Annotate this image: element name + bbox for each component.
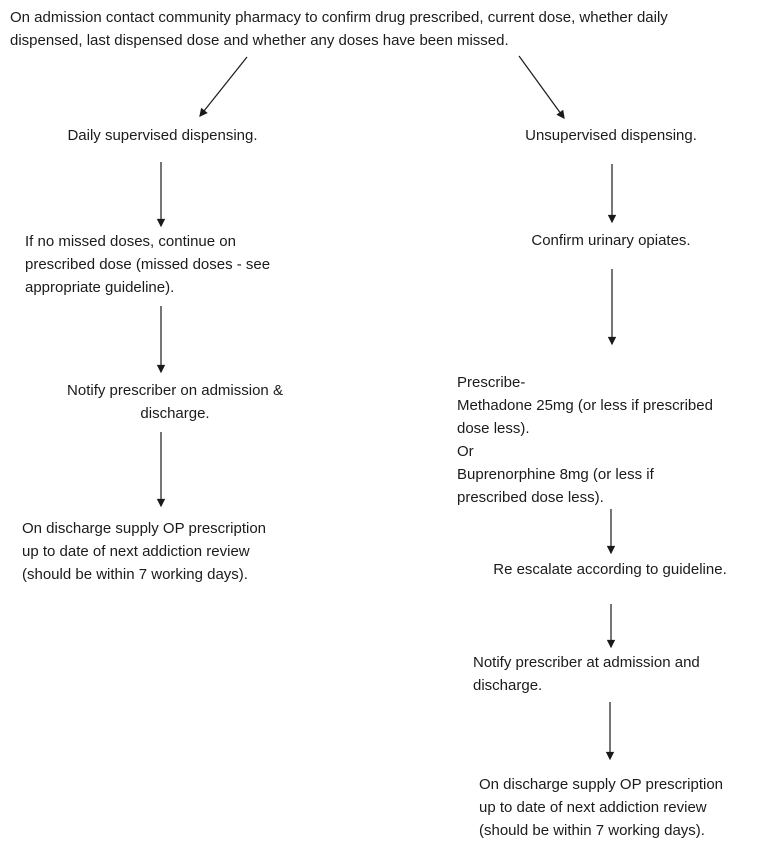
text-line: up to date of next addiction review xyxy=(22,543,250,560)
text-line: On admission contact community pharmacy … xyxy=(10,9,668,26)
arrow-header-to-unsupervised xyxy=(518,55,565,120)
flow-node-header: On admission contact community pharmacy … xyxy=(10,6,760,52)
text-line: dose less). xyxy=(457,420,530,437)
flow-node-daily-supervised-dispensing: Daily supervised dispensing. xyxy=(40,124,285,147)
flow-node-notify-prescriber-right: Notify prescriber at admission and disch… xyxy=(473,651,763,697)
text-line: Buprenorphine 8mg (or less if xyxy=(457,466,654,483)
text-line: Notify prescriber on admission & xyxy=(67,382,283,399)
text-line: Re escalate according to guideline. xyxy=(493,561,727,578)
text-line: Confirm urinary opiates. xyxy=(531,232,691,249)
text-line: On discharge supply OP prescription xyxy=(479,776,724,793)
flow-node-re-escalate-according-to-guideline: Re escalate according to guideline. xyxy=(460,558,760,581)
text-line: Or xyxy=(457,443,474,460)
text-line: Prescribe- xyxy=(457,374,526,391)
text-line: appropriate guideline). xyxy=(25,279,175,296)
flow-node-notify-prescriber-left: Notify prescriber on admission & dischar… xyxy=(35,379,315,425)
text-line: up to date of next addiction review xyxy=(479,799,707,816)
text-line: If no missed doses, continue on xyxy=(25,233,236,250)
flow-node-continue-prescribed-dose: If no missed doses, continue on prescrib… xyxy=(25,230,335,299)
text-line: dispensed, last dispensed dose and wheth… xyxy=(10,32,509,49)
flow-node-unsupervised-dispensing: Unsupervised dispensing. xyxy=(490,124,732,147)
flow-node-confirm-urinary-opiates: Confirm urinary opiates. xyxy=(490,229,732,252)
text-line: Notify prescriber at admission and xyxy=(473,654,700,671)
text-line: Methadone 25mg (or less if prescribed xyxy=(457,397,713,414)
text-line: discharge. xyxy=(140,405,210,422)
flow-node-discharge-op-prescription-right: On discharge supply OP prescription up t… xyxy=(479,773,768,842)
arrow-header-to-supervised xyxy=(199,56,248,117)
flow-node-prescribe-methadone-or-buprenorphine: Prescribe- Methadone 25mg (or less if pr… xyxy=(457,371,762,509)
text-line: discharge. xyxy=(473,677,543,694)
text-line: prescribed dose less). xyxy=(457,489,604,506)
text-line: (should be within 7 working days). xyxy=(22,566,248,583)
text-line: Daily supervised dispensing. xyxy=(67,127,258,144)
text-line: (should be within 7 working days). xyxy=(479,822,705,839)
text-line: On discharge supply OP prescription xyxy=(22,520,267,537)
text-line: prescribed dose (missed doses - see xyxy=(25,256,271,273)
flow-node-discharge-op-prescription-left: On discharge supply OP prescription up t… xyxy=(22,517,337,586)
text-line: Unsupervised dispensing. xyxy=(525,127,697,144)
